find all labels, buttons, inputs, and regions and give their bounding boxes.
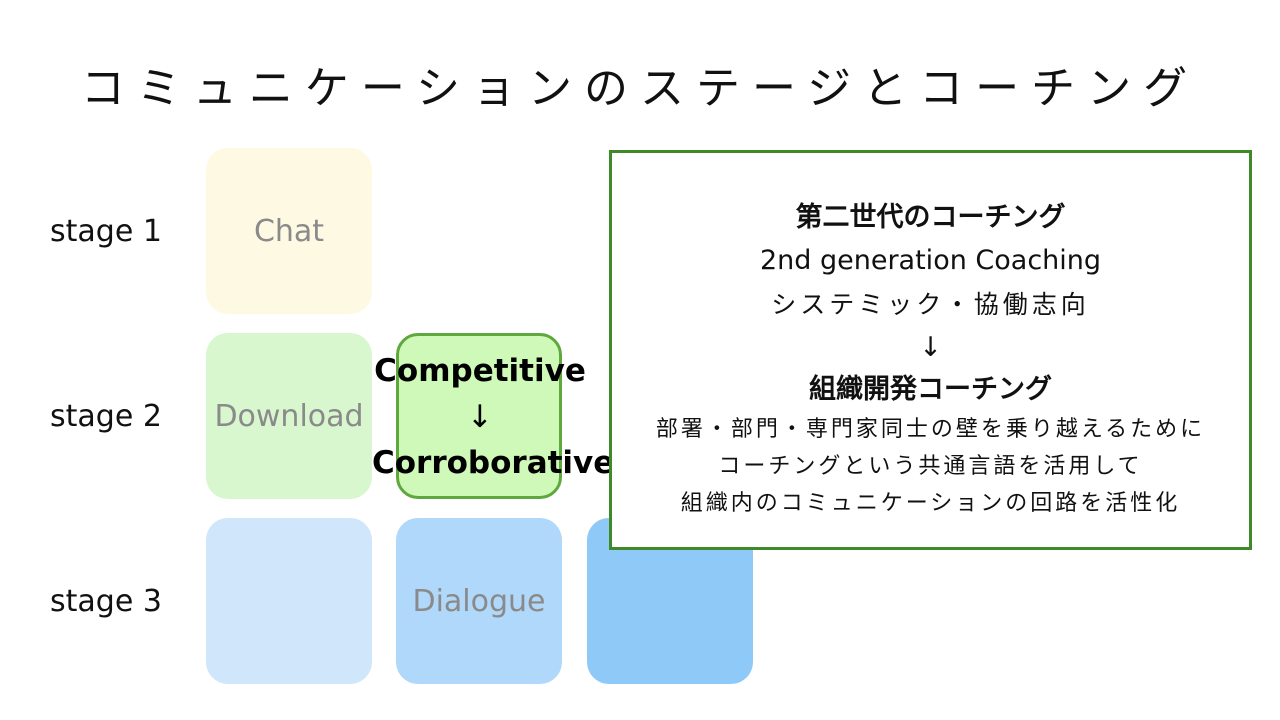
stage-3-label: stage 3 (50, 584, 162, 619)
chat-box: Chat (206, 148, 372, 314)
chat-label: Chat (253, 213, 325, 249)
panel-heading-2: 組織開発コーチング (809, 374, 1052, 405)
panel-desc-1: 部署・部門・専門家同士の壁を乗り越えるために (655, 417, 1206, 442)
competitive-label: Competitive (374, 353, 586, 389)
panel-heading-1: 第二世代のコーチング (795, 202, 1066, 233)
stage3-box-1 (206, 518, 372, 684)
panel-subtitle-en: 2nd generation Coaching (759, 245, 1102, 276)
coaching-panel: 第二世代のコーチング 2nd generation Coaching システミッ… (609, 150, 1252, 550)
dialogue-label: Dialogue (412, 583, 546, 619)
corroborative-label: Corroborative (372, 445, 615, 481)
panel-desc-2: コーチングという共通言語を活用して (718, 454, 1143, 479)
down-arrow-icon: ↓ (467, 399, 493, 435)
panel-down-arrow-icon: ↓ (919, 332, 942, 363)
download-box: Download (206, 333, 372, 499)
panel-subtitle-jp: システミック・協働志向 (771, 290, 1090, 319)
panel-desc-3: 組織内のコミュニケーションの回路を活性化 (680, 491, 1181, 516)
slide-title: コミュニケーションのステージとコーチング (80, 63, 1200, 114)
stage-2-label: stage 2 (50, 399, 162, 434)
dialogue-box: Dialogue (396, 518, 562, 684)
competitive-text: Competitive ↓ Corroborative (372, 348, 615, 486)
competitive-box (396, 333, 562, 499)
stage-1-label: stage 1 (50, 214, 162, 249)
download-label: Download (214, 398, 364, 434)
